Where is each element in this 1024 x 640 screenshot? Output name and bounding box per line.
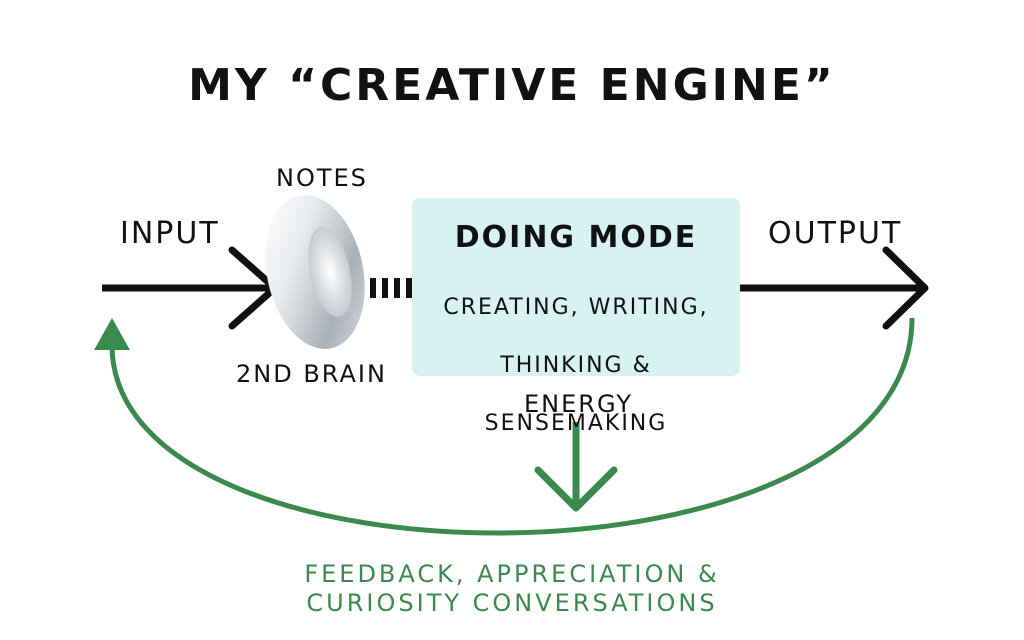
notes-label: NOTES (276, 164, 368, 192)
energy-arrow (534, 422, 618, 512)
input-arrow (102, 246, 279, 330)
doing-mode-box: DOING MODE CREATING, WRITING, THINKING &… (412, 198, 740, 436)
doing-mode-line: SENSEMAKING (484, 411, 668, 436)
energy-label: ENERGY (524, 390, 634, 418)
doing-mode-line: CREATING, WRITING, (443, 295, 709, 320)
feedback-loop-arrow (94, 317, 915, 536)
doing-mode-line: THINKING & (500, 353, 652, 378)
output-label: OUTPUT (768, 216, 903, 251)
doing-mode-description: CREATING, WRITING, THINKING & SENSEMAKIN… (412, 264, 740, 467)
second-brain-label: 2ND BRAIN (236, 360, 387, 388)
feedback-caption: FEEDBACK, APPRECIATION & CURIOSITY CONVE… (0, 560, 1024, 618)
torus-icon (265, 195, 365, 349)
feedback-line: FEEDBACK, APPRECIATION & (304, 560, 720, 588)
output-arrow (740, 246, 929, 330)
feedback-line: CURIOSITY CONVERSATIONS (306, 589, 718, 617)
doing-mode-title: DOING MODE (454, 220, 698, 255)
page-title: MY “CREATIVE ENGINE” (188, 60, 836, 111)
input-label: INPUT (120, 216, 220, 251)
